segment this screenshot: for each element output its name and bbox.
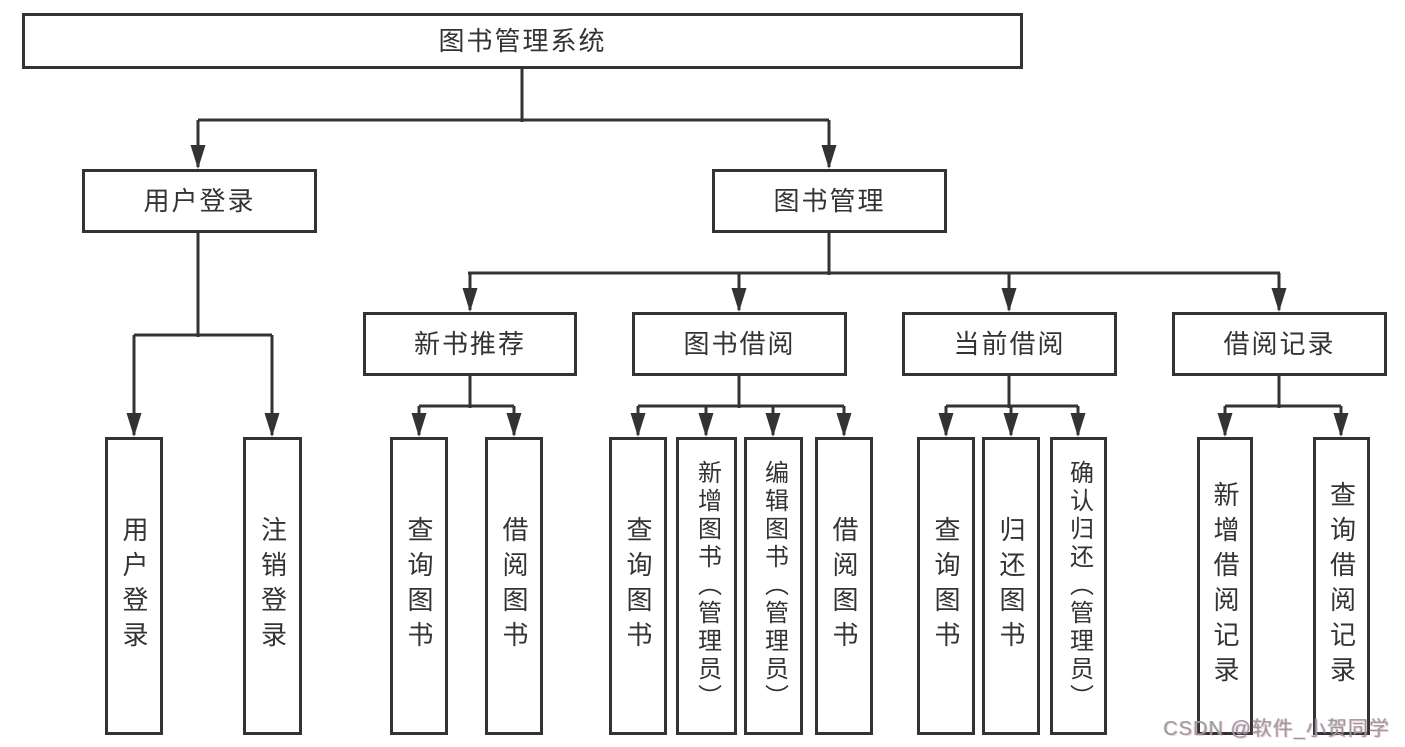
leaf-logout: 注销登录 — [243, 437, 302, 735]
node-user-login: 用户登录 — [82, 169, 317, 233]
leaf-query-books-1-label: 查询图书 — [404, 516, 434, 656]
leaf-confirm-return-admin: 确认归还（管理员） — [1050, 437, 1107, 735]
node-borrowing-records: 借阅记录 — [1172, 312, 1387, 376]
node-user-login-label: 用户登录 — [143, 186, 256, 216]
leaf-return-book-label: 归还图书 — [996, 516, 1026, 656]
leaf-return-book: 归还图书 — [982, 437, 1040, 735]
leaf-query-books-1: 查询图书 — [390, 437, 448, 735]
leaf-query-books-2: 查询图书 — [609, 437, 667, 735]
leaf-edit-book-admin: 编辑图书（管理员） — [744, 437, 803, 735]
node-root-label: 图书管理系统 — [438, 26, 607, 56]
leaf-query-books-3: 查询图书 — [917, 437, 975, 735]
node-current-borrowing: 当前借阅 — [902, 312, 1117, 376]
node-root: 图书管理系统 — [22, 13, 1023, 69]
node-book-management-label: 图书管理 — [773, 186, 886, 216]
leaf-add-borrow-record-label: 新增借阅记录 — [1210, 481, 1240, 691]
leaf-add-book-admin-label: 新增图书（管理员） — [693, 460, 721, 712]
leaf-borrow-books-1: 借阅图书 — [485, 437, 543, 735]
leaf-confirm-return-admin-label: 确认归还（管理员） — [1065, 460, 1093, 712]
leaf-edit-book-admin-label: 编辑图书（管理员） — [760, 460, 788, 712]
node-new-book-recommendation-label: 新书推荐 — [413, 329, 526, 359]
leaf-add-book-admin: 新增图书（管理员） — [676, 437, 737, 735]
leaf-borrow-books-2-label: 借阅图书 — [829, 516, 859, 656]
leaf-query-books-2-label: 查询图书 — [623, 516, 653, 656]
leaf-query-borrow-record: 查询借阅记录 — [1313, 437, 1370, 735]
node-book-borrowing: 图书借阅 — [632, 312, 847, 376]
node-borrowing-records-label: 借阅记录 — [1223, 329, 1336, 359]
leaf-add-borrow-record: 新增借阅记录 — [1197, 437, 1253, 735]
node-book-borrowing-label: 图书借阅 — [683, 329, 796, 359]
leaf-logout-label: 注销登录 — [257, 516, 288, 656]
node-current-borrowing-label: 当前借阅 — [953, 329, 1066, 359]
node-book-management: 图书管理 — [712, 169, 947, 233]
leaf-user-login-label: 用户登录 — [119, 516, 149, 656]
leaf-user-login: 用户登录 — [105, 437, 163, 735]
leaf-query-borrow-record-label: 查询借阅记录 — [1326, 481, 1357, 691]
leaf-borrow-books-1-label: 借阅图书 — [499, 516, 529, 656]
node-new-book-recommendation: 新书推荐 — [363, 312, 577, 376]
csdn-watermark: CSDN @软件_小贺同学 — [1163, 718, 1390, 740]
leaf-query-books-3-label: 查询图书 — [931, 516, 961, 656]
connector-lines — [134, 68, 1341, 408]
leaf-borrow-books-2: 借阅图书 — [815, 437, 873, 735]
